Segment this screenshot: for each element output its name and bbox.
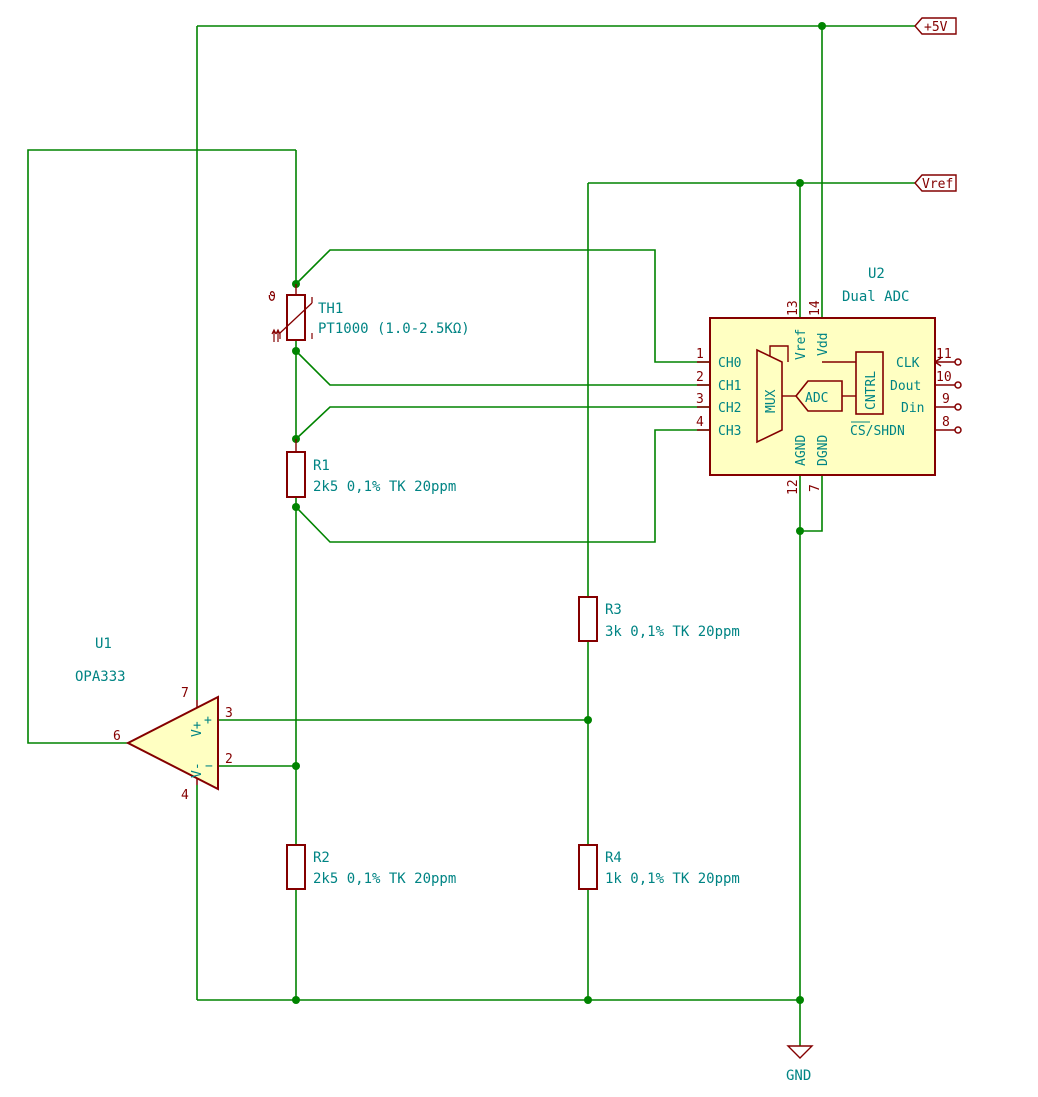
u2-ch1-label: CH1 [718,379,741,394]
th1-ref: TH1 [318,301,343,317]
u2-pin-10: 10 [936,370,952,385]
u1-pin-4: 4 [181,788,189,803]
u2-ref: U2 [868,266,885,282]
u2-pin-2: 2 [696,370,704,385]
r1-value: 2k5 0,1% TK 20ppm [313,479,456,495]
u2-vref-label: Vref [794,329,809,360]
u2-pin-3: 3 [696,392,704,407]
u2-pin-14: 14 [808,300,823,316]
u2-pin-1: 1 [696,347,704,362]
u2-clk-label: CLK [896,356,920,371]
r3-value: 3k 0,1% TK 20ppm [605,624,740,640]
u1-pin-7: 7 [181,686,189,701]
r4-ref: R4 [605,850,622,866]
u2-din-label: Din [901,401,924,416]
u1-ref: U1 [95,636,112,652]
gnd-symbol: GND [786,1045,814,1084]
vref-label: Vref [922,177,953,192]
u2-pin-8: 8 [942,415,950,430]
u2-adc-label: ADC [805,391,828,406]
adc-u2[interactable]: U2 Dual ADC 1 2 3 4 CH0 CH1 CH2 CH3 11 1… [696,266,962,495]
r2-value: 2k5 0,1% TK 20ppm [313,871,456,887]
resistor-r1[interactable]: R1 2k5 0,1% TK 20ppm [286,439,456,498]
u2-agnd-label: AGND [794,435,809,466]
resistor-r4[interactable]: R4 1k 0,1% TK 20ppm [578,844,740,890]
thermistor-th1[interactable]: ϑ TH1 PT1000 (1.0-2.5KΩ) [268,284,470,342]
u2-ch0-label: CH0 [718,356,741,371]
u2-value: Dual ADC [842,289,909,305]
u1-pin-2: 2 [225,752,233,767]
vcc-label: +5V [924,20,948,35]
vref-net-label: Vref [914,174,957,192]
r1-ref: R1 [313,458,330,474]
u1-value: OPA333 [75,669,126,685]
u1-pin-3: 3 [225,706,233,721]
u2-ch3-label: CH3 [718,424,741,439]
u2-dgnd-label: DGND [816,435,831,466]
u2-pin-11: 11 [936,347,952,362]
u2-pin-7: 7 [808,484,823,492]
opamp-u1[interactable]: U1 OPA333 7 4 6 3 2 V+ V- + − [75,636,233,803]
u2-cs-label: CS/SHDN [850,424,905,439]
u1-vm-label: V- [190,762,205,778]
u2-pin-13: 13 [786,300,801,316]
th1-value: PT1000 (1.0-2.5KΩ) [318,321,470,337]
u1-vp-label: V+ [190,721,205,737]
u2-mux-label: MUX [764,389,779,413]
r2-ref: R2 [313,850,330,866]
u2-vdd-label: Vdd [816,333,831,356]
u2-ch2-label: CH2 [718,401,741,416]
vcc-net-label: +5V [914,17,957,35]
u2-pin-9: 9 [942,392,950,407]
r3-ref: R3 [605,602,622,618]
u1-plus-label: + [204,713,212,728]
temperature-icon: ϑ [268,290,276,305]
u2-pin-12: 12 [786,479,801,495]
r4-value: 1k 0,1% TK 20ppm [605,871,740,887]
wires [27,25,915,1046]
u2-dout-label: Dout [890,379,921,394]
u1-minus-label: − [205,759,213,774]
resistor-r3[interactable]: R3 3k 0,1% TK 20ppm [578,596,740,642]
u2-pin-4: 4 [696,415,704,430]
u1-pin-6: 6 [113,729,121,744]
gnd-label: GND [786,1068,811,1084]
u2-cntrl-label: CNTRL [864,371,879,410]
junctions [292,22,826,1004]
resistor-r2[interactable]: R2 2k5 0,1% TK 20ppm [286,844,456,890]
